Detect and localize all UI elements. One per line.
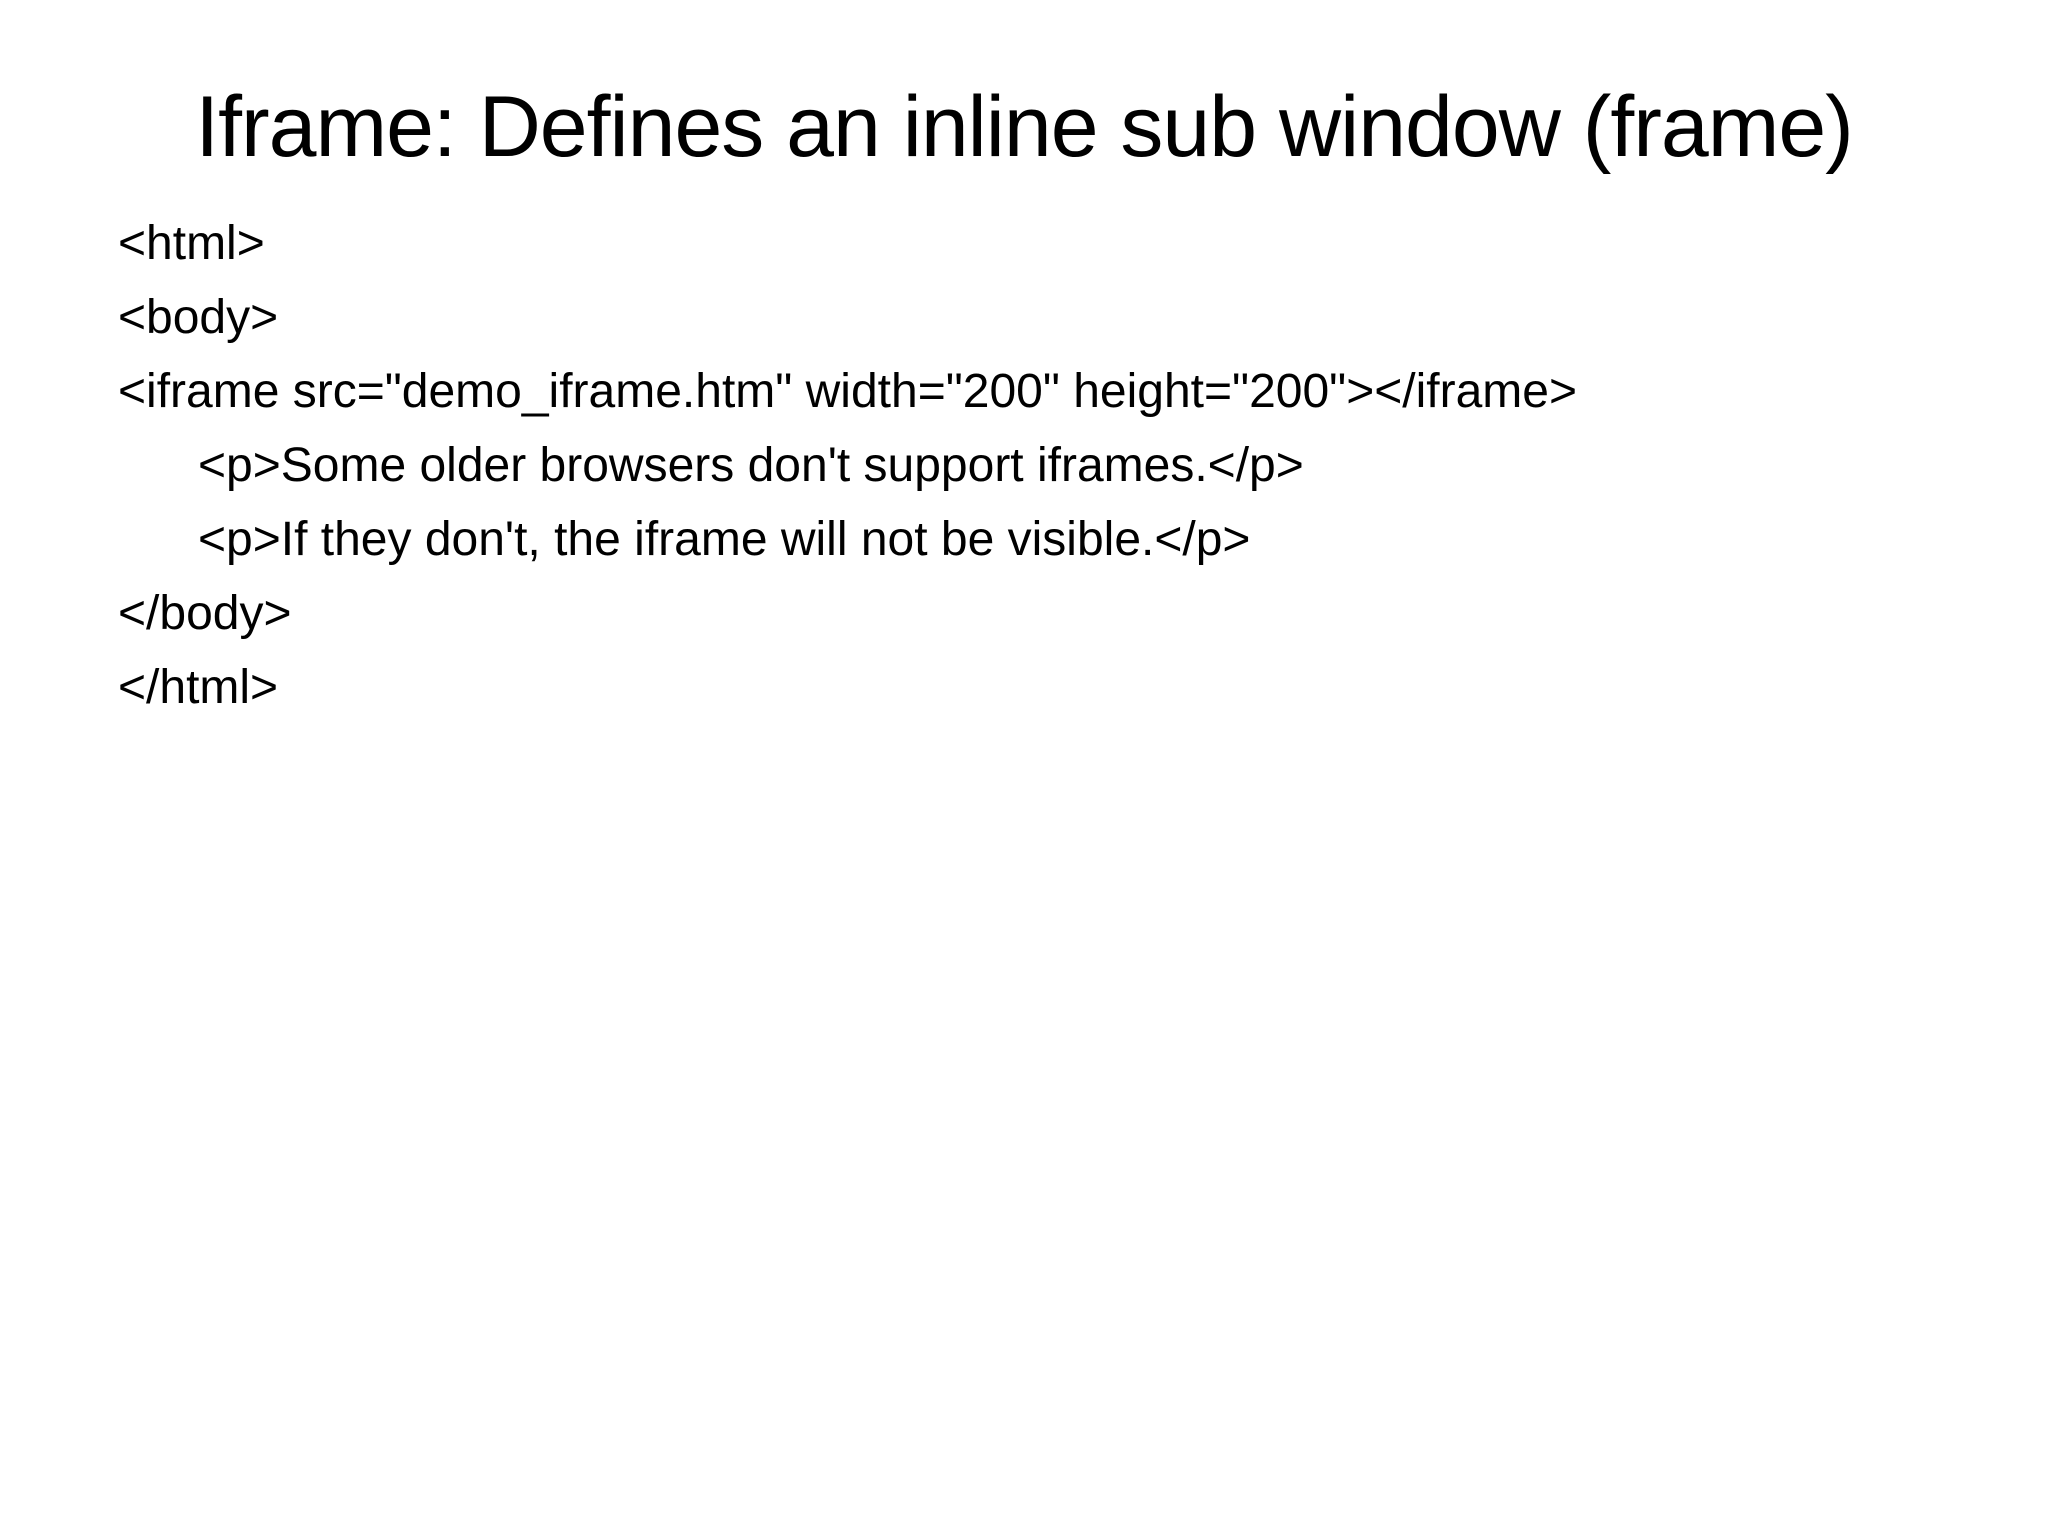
code-block: <html> <body> <iframe src="demo_iframe.h… — [118, 207, 1577, 725]
code-line-body-close: </body> — [118, 587, 292, 640]
code-line-paragraph-1: <p>Some older browsers don't support ifr… — [198, 439, 1304, 492]
code-line-iframe: <iframe src="demo_iframe.htm" width="200… — [118, 365, 1577, 418]
code-line-paragraph-2: <p>If they don't, the iframe will not be… — [198, 513, 1251, 566]
slide-title: Iframe: Defines an inline sub window (fr… — [195, 79, 1854, 175]
code-line-html-close: </html> — [118, 661, 279, 714]
code-line-html-open: <html> — [118, 217, 265, 270]
code-line-body-open: <body> — [118, 291, 279, 344]
